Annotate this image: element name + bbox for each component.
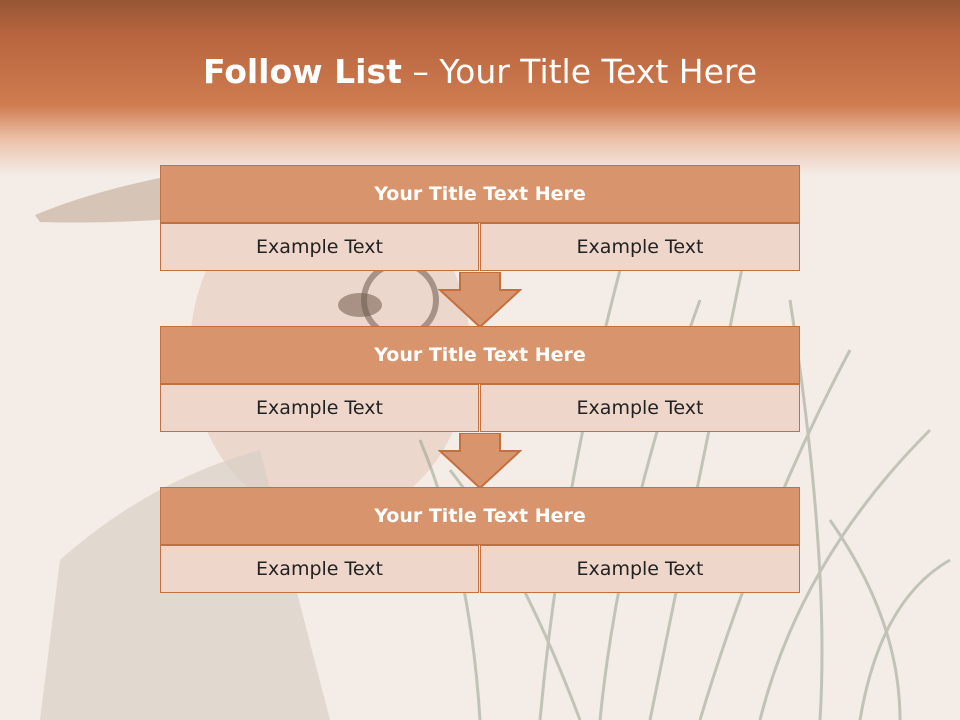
block-cell-left[interactable]: Example Text xyxy=(160,223,479,271)
title-rest: – Your Title Text Here xyxy=(401,52,758,91)
block-title[interactable]: Your Title Text Here xyxy=(160,326,800,384)
header-band xyxy=(0,0,960,175)
title-bold: Follow List xyxy=(202,52,402,91)
block-cell-left[interactable]: Example Text xyxy=(160,545,479,593)
list-block-2: Your Title Text Here Example Text Exampl… xyxy=(160,326,800,432)
block-cell-right[interactable]: Example Text xyxy=(480,223,800,271)
block-title[interactable]: Your Title Text Here xyxy=(160,487,800,545)
list-block-1: Your Title Text Here Example Text Exampl… xyxy=(160,165,800,271)
list-block-3: Your Title Text Here Example Text Exampl… xyxy=(160,487,800,593)
block-cell-left[interactable]: Example Text xyxy=(160,384,479,432)
down-arrow-icon xyxy=(438,433,522,489)
block-cell-right[interactable]: Example Text xyxy=(480,384,800,432)
block-cell-right[interactable]: Example Text xyxy=(480,545,800,593)
down-arrow-icon xyxy=(438,272,522,328)
slide-title: Follow List – Your Title Text Here xyxy=(0,52,960,91)
block-title[interactable]: Your Title Text Here xyxy=(160,165,800,223)
